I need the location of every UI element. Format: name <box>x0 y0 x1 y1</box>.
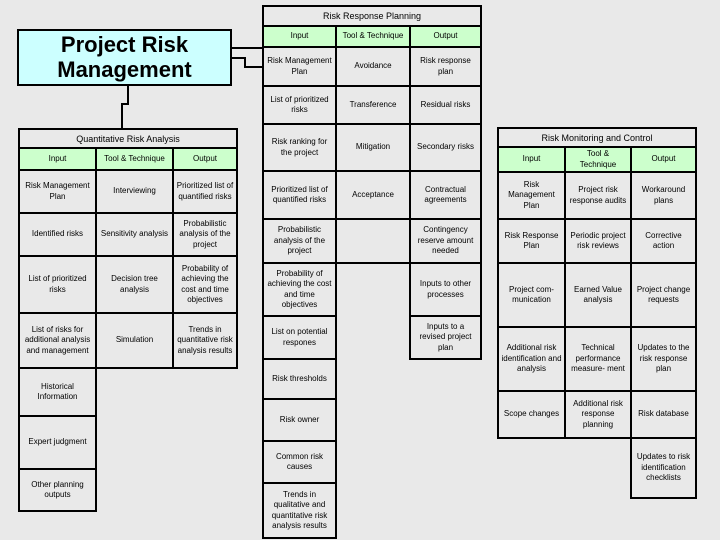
input-cell: List of prioritized risks <box>262 85 337 125</box>
input-cell: Risk Management Plan <box>262 46 337 87</box>
connector-line <box>121 103 129 105</box>
input-cell: Risk Management Plan <box>18 169 97 214</box>
tool-cell: Periodic project risk reviews <box>564 218 632 264</box>
tool-cell: Interviewing <box>95 169 174 214</box>
tool-cell: Technical performance measure- ment <box>564 326 632 392</box>
input-cell: List of prioritized risks <box>18 255 97 314</box>
input-cell: Identified risks <box>18 212 97 257</box>
output-cell: Contingency reserve amount needed <box>409 218 482 264</box>
output-cell: Corrective action <box>630 218 697 264</box>
column-header: Output <box>172 147 238 171</box>
table-title: Risk Monitoring and Control <box>497 127 697 148</box>
tool-column: Tool & Technique Project risk response a… <box>564 146 632 439</box>
column-header: Tool & Technique <box>95 147 174 171</box>
input-cell: Historical Information <box>18 367 97 417</box>
tool-cell: Transference <box>335 85 411 125</box>
output-cell: Updates to risk identification checklist… <box>630 437 697 499</box>
output-cell: Risk response plan <box>409 46 482 87</box>
output-cell: Contractual agreements <box>409 170 482 220</box>
column-header: Tool & Technique <box>335 25 411 48</box>
tool-cell: Decision tree analysis <box>95 255 174 314</box>
tool-cell: Avoidance <box>335 46 411 87</box>
tool-cell: Earned Value analysis <box>564 262 632 328</box>
column-header: Input <box>18 147 97 171</box>
tool-cell: Acceptance <box>335 170 411 220</box>
output-cell: Trends in quantitative risk analysis res… <box>172 312 238 369</box>
table-title: Quantitative Risk Analysis <box>18 128 238 149</box>
input-cell: Risk ranking for the project <box>262 123 337 172</box>
connector-line <box>244 57 246 68</box>
input-cell: Trends in qualitative and quantitative r… <box>262 482 337 539</box>
tool-cell: Mitigation <box>335 123 411 172</box>
output-cell: Project change requests <box>630 262 697 328</box>
connector-line <box>230 57 246 59</box>
input-cell: List on potential respones <box>262 315 337 360</box>
page-title: Project Risk Management <box>17 29 232 86</box>
output-column: Output Workaround plans Corrective actio… <box>630 146 697 499</box>
input-cell: Probabilistic analysis of the project <box>262 218 337 264</box>
input-cell: Probability of achieving the cost and ti… <box>262 262 337 317</box>
tool-cell: Simulation <box>95 312 174 369</box>
input-cell: Additional risk identification and analy… <box>497 326 566 392</box>
output-cell: Updates to the risk response plan <box>630 326 697 392</box>
output-cell: Prioritized list of quantified risks <box>172 169 238 214</box>
input-cell: Project com- munication <box>497 262 566 328</box>
output-cell: Probabilistic analysis of the project <box>172 212 238 257</box>
input-cell: Risk Response Plan <box>497 218 566 264</box>
output-column: Output Risk response plan Residual risks… <box>409 25 482 360</box>
tool-cell <box>335 218 411 264</box>
column-header: Input <box>262 25 337 48</box>
tool-cell: Additional risk response planning <box>564 390 632 439</box>
connector-line <box>121 103 123 130</box>
column-header: Output <box>409 25 482 48</box>
input-column: Input Risk Management Plan List of prior… <box>262 25 337 539</box>
output-column: Output Prioritized list of quantified ri… <box>172 147 238 369</box>
output-cell: Risk database <box>630 390 697 439</box>
output-cell: Residual risks <box>409 85 482 125</box>
input-cell: Prioritized list of quantified risks <box>262 170 337 220</box>
input-cell: Risk thresholds <box>262 358 337 400</box>
input-cell: Scope changes <box>497 390 566 439</box>
tool-column: Tool & Technique Interviewing Sensitivit… <box>95 147 174 369</box>
output-cell: Probability of achieving the cost and ti… <box>172 255 238 314</box>
connector-line <box>230 47 263 49</box>
tool-column: Tool & Technique Avoidance Transference … <box>335 25 411 264</box>
column-header: Output <box>630 146 697 173</box>
input-column: Input Risk Management Plan Identified ri… <box>18 147 97 512</box>
input-cell: Risk owner <box>262 398 337 442</box>
input-column: Input Risk Management Plan Risk Response… <box>497 146 566 439</box>
column-header: Tool & Technique <box>564 146 632 173</box>
column-header: Input <box>497 146 566 173</box>
output-cell: Inputs to a revised project plan <box>409 315 482 360</box>
input-cell: Common risk causes <box>262 440 337 484</box>
input-cell: Other planning outputs <box>18 468 97 512</box>
input-cell: List of risks for additional analysis an… <box>18 312 97 369</box>
input-cell: Risk Management Plan <box>497 171 566 220</box>
input-cell: Expert judgment <box>18 415 97 470</box>
output-cell: Workaround plans <box>630 171 697 220</box>
tool-cell: Project risk response audits <box>564 171 632 220</box>
tool-cell: Sensitivity analysis <box>95 212 174 257</box>
output-cell: Inputs to other processes <box>409 262 482 317</box>
output-cell: Secondary risks <box>409 123 482 172</box>
connector-line <box>244 66 263 68</box>
connector-line <box>127 84 129 105</box>
table-title: Risk Response Planning <box>262 5 482 27</box>
